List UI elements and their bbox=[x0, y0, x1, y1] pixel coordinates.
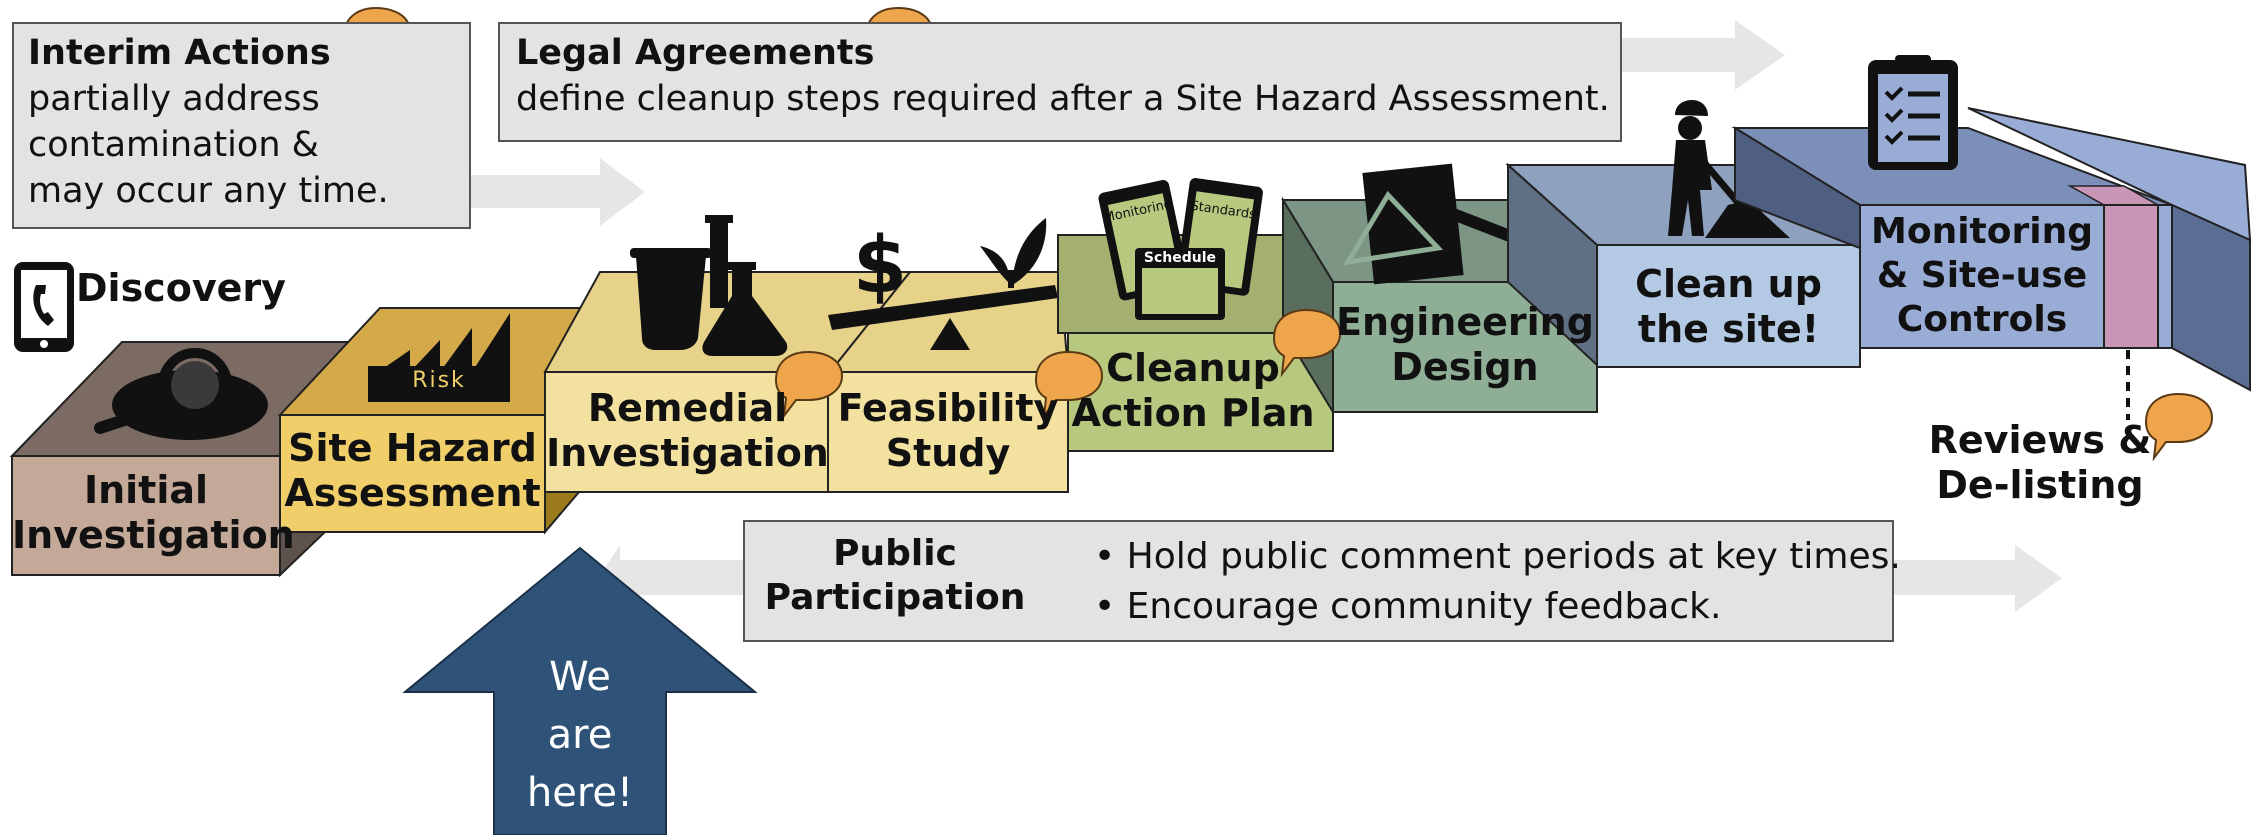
interim-actions-box bbox=[12, 22, 471, 229]
interim-line-3: may occur any time. bbox=[28, 171, 389, 211]
lab-glassware-icon bbox=[630, 215, 788, 356]
legal-agreements-box bbox=[498, 22, 1622, 142]
svg-text:$: $ bbox=[853, 221, 907, 311]
legal-arrow bbox=[1620, 20, 1785, 90]
interim-line-2: contamination & bbox=[28, 125, 319, 165]
risk-icon bbox=[368, 313, 510, 402]
clipboards-icon: Monitoring Standards Schedule bbox=[1098, 178, 1263, 320]
magnifier-icon bbox=[94, 348, 268, 440]
public-bullet-2: • Encourage community feedback. bbox=[1094, 586, 1722, 627]
phone-icon bbox=[14, 262, 74, 352]
interim-actions-text: Interim Actions partially address contam… bbox=[28, 30, 389, 214]
public-bullet-1: • Hold public comment periods at key tim… bbox=[1094, 536, 1901, 577]
interim-actions-title: Interim Actions bbox=[28, 33, 331, 73]
interim-arrow bbox=[468, 158, 645, 226]
checklist-icon bbox=[1868, 55, 1958, 170]
reviews-delisting-label: Reviews &De-listing bbox=[1928, 418, 2152, 507]
balance-scale-icon: $ bbox=[828, 218, 1058, 350]
worker-shoveling-icon bbox=[1668, 100, 1790, 238]
legal-agreements-text: Legal Agreements define cleanup steps re… bbox=[516, 30, 1610, 122]
risk-icon-label: Risk bbox=[412, 368, 466, 393]
legal-agreements-title: Legal Agreements bbox=[516, 33, 875, 73]
interim-line-1: partially address bbox=[28, 79, 320, 119]
schedule-calendar-label: Schedule bbox=[1144, 250, 1216, 266]
drafting-icon bbox=[1343, 163, 1526, 285]
discovery-label: Discovery bbox=[76, 266, 286, 310]
public-participation-box bbox=[743, 520, 1894, 642]
public-arrow-right bbox=[1890, 545, 2062, 612]
legal-agreements-desc: define cleanup steps required after a Si… bbox=[516, 79, 1610, 119]
we-are-here-arrow bbox=[402, 546, 758, 835]
step-monitoring bbox=[1731, 107, 2252, 392]
public-participation-bullets: • Hold public comment periods at key tim… bbox=[1094, 532, 1901, 632]
